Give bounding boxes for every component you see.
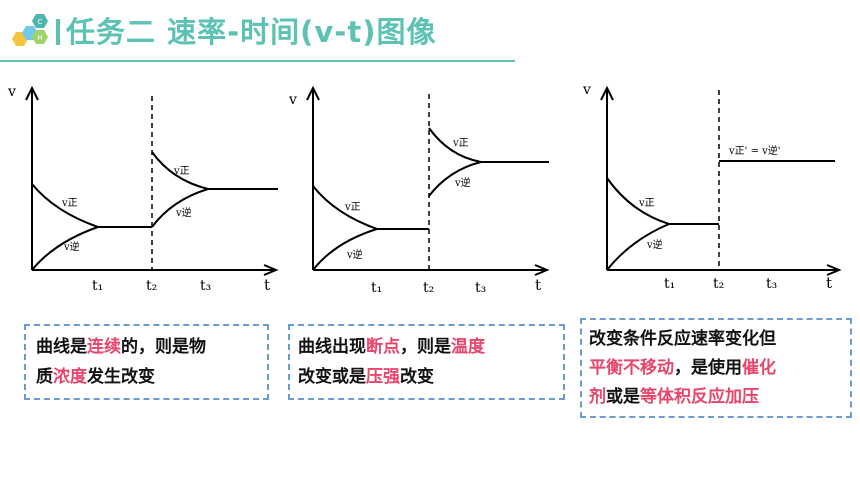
note-line-2: 改变或是压强改变 xyxy=(298,367,434,387)
x-axis-label: t xyxy=(826,274,832,292)
forward-rate-label-2: v正 xyxy=(173,166,190,177)
page-title-text: 任务二 速率-时间(v-t)图像 xyxy=(66,15,437,49)
note-line-2: 质浓度发生改变 xyxy=(36,367,155,387)
tick-t3: t₃ xyxy=(475,280,486,296)
logo-letter-h: H xyxy=(37,34,42,42)
note-line-1: 曲线出现断点，则是温度 xyxy=(298,337,485,357)
forward-rate-label-2: v正 xyxy=(452,138,469,149)
x-axis-arrow xyxy=(263,264,279,276)
reverse-rate-label: v逆 xyxy=(346,248,363,261)
forward-rate-label: v正 xyxy=(344,202,361,213)
reverse-rate-label: v逆 xyxy=(646,238,663,251)
header: C H 任务二 速率-时间(v-t)图像 xyxy=(0,0,520,62)
x-axis-arrow xyxy=(826,264,842,276)
reverse-rate-curve xyxy=(31,226,99,271)
y-axis-label: v xyxy=(288,92,297,108)
reverse-rate-curve xyxy=(312,228,378,271)
note-line-3: 剂或是等体积反应加压 xyxy=(589,387,759,407)
forward-rate-curve-2 xyxy=(428,127,482,163)
reverse-rate-label-2: v逆 xyxy=(175,206,192,219)
note-box-temperature-pressure: 曲线出现断点，则是温度 改变或是压强改变 xyxy=(288,324,565,400)
y-axis-arrow xyxy=(25,85,39,101)
forward-rate-curve xyxy=(606,177,670,225)
forward-rate-label: v正 xyxy=(61,198,78,209)
title-accent-bar xyxy=(56,19,60,45)
note-line-1: 曲线是连续的，则是物 xyxy=(36,337,206,357)
note-line-1: 改变条件反应速率变化但 xyxy=(589,329,776,349)
header-underline xyxy=(0,60,515,62)
tick-t2: t₂ xyxy=(146,278,157,294)
tick-t2: t₂ xyxy=(423,280,434,296)
reverse-rate-label: v逆 xyxy=(63,240,80,253)
y-axis-label: v xyxy=(582,82,591,98)
reverse-rate-curve-2 xyxy=(428,161,482,197)
y-axis-label: v xyxy=(7,84,16,100)
molecule-logo-icon: C H xyxy=(12,14,48,46)
reverse-rate-curve-2 xyxy=(151,188,209,228)
x-axis-arrow xyxy=(534,264,550,276)
tick-t1: t₁ xyxy=(92,278,103,294)
tick-t2: t₂ xyxy=(713,276,724,292)
note-box-catalyst: 改变条件反应速率变化但 平衡不移动，是使用催化 剂或是等体积反应加压 xyxy=(580,318,852,418)
vt-graph-concentration: v t t₁ t₂ t₃ v正 v逆 v正 v逆 xyxy=(7,84,279,294)
x-axis-label: t xyxy=(535,276,541,294)
equal-rate-label: v正' = v逆' xyxy=(728,144,781,157)
forward-rate-curve xyxy=(31,183,99,228)
tick-t1: t₁ xyxy=(664,276,675,292)
tick-t3: t₃ xyxy=(200,278,211,294)
logo-letter-c: C xyxy=(38,18,43,26)
reverse-rate-curve xyxy=(606,223,670,271)
forward-rate-label: v正 xyxy=(638,198,655,209)
forward-rate-curve xyxy=(312,185,378,230)
tick-t3: t₃ xyxy=(766,276,777,292)
tick-t1: t₁ xyxy=(371,280,382,296)
note-box-concentration: 曲线是连续的，则是物 质浓度发生改变 xyxy=(24,324,269,400)
page-title: 任务二 速率-时间(v-t)图像 xyxy=(56,9,436,51)
forward-rate-curve-2 xyxy=(151,151,209,190)
reverse-rate-label-2: v逆 xyxy=(454,176,471,189)
note-line-2: 平衡不移动，是使用催化 xyxy=(589,358,776,378)
x-axis-label: t xyxy=(264,276,270,294)
y-axis-arrow xyxy=(600,85,614,101)
y-axis-arrow xyxy=(306,85,320,101)
vt-graph-catalyst: v t t₁ t₂ t₃ v正 v逆 v正' = v逆' xyxy=(582,82,842,292)
vt-graph-temperature-pressure: v t t₁ t₂ t₃ v正 v逆 v正 v逆 xyxy=(288,85,550,296)
